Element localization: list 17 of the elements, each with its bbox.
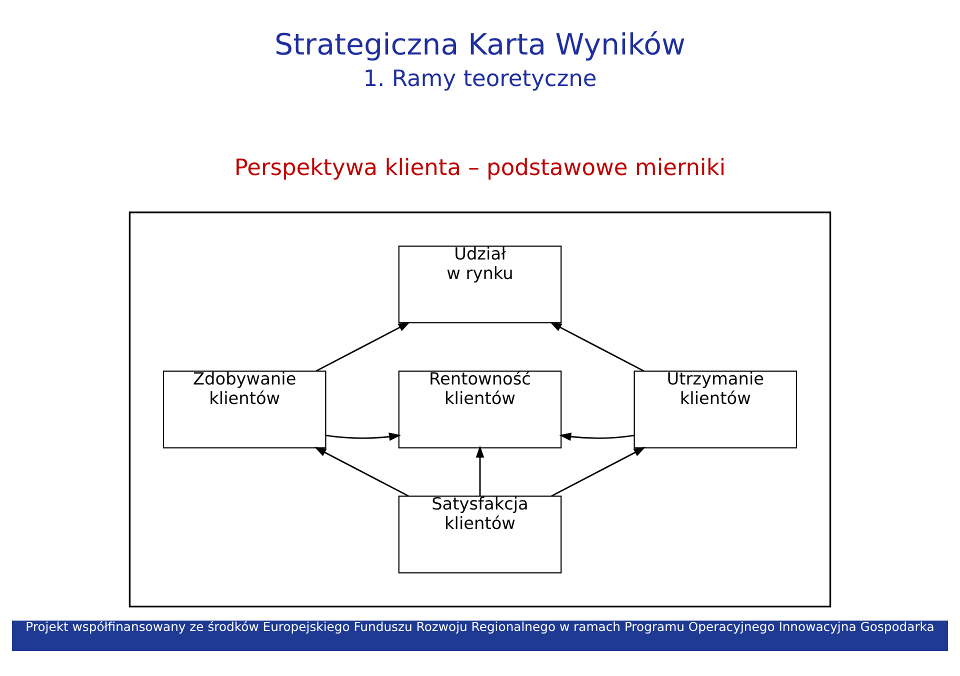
node-box: Rentowność klientów	[398, 370, 562, 448]
node-box: Satysfakcja klientów	[398, 495, 562, 573]
arrow	[314, 446, 409, 496]
node-box: Utrzymanie klientów	[634, 370, 798, 448]
node-box: Udział w rynku	[398, 245, 562, 323]
arrow	[476, 445, 484, 496]
cluster	[128, 211, 832, 607]
label: 1. Ramy teoretyczne	[363, 66, 597, 92]
arrow	[316, 321, 410, 372]
arrow	[559, 432, 634, 440]
arrow	[550, 321, 644, 372]
node-box: Zdobywanie klientów	[162, 370, 326, 448]
label: Perspektywa klienta – podstawowe mierniki	[234, 154, 726, 181]
label: Projekt współfinansowany ze środków Europejskiego Funduszu Rozwoju Regionalnego w ramach Programu Operacyjnego Innowacyjna Gospodarka	[26, 620, 934, 634]
arrow	[551, 446, 646, 496]
arrow	[326, 432, 401, 440]
diagram-title: Strategiczna Karta Wyników	[274, 26, 686, 61]
